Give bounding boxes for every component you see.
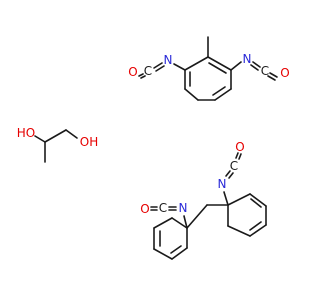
- atom-o-upper: O: [235, 140, 244, 154]
- atom-c-lower: C: [159, 201, 167, 215]
- atom-ho: HO: [17, 126, 35, 140]
- atom-o-lower: O: [140, 202, 149, 216]
- atom-c-upper: C: [230, 159, 238, 173]
- molecule-propanediol: HO OH: [17, 126, 98, 163]
- atom-o-right: O: [280, 66, 289, 80]
- left-cyclohexadiene-ring: [153, 217, 188, 260]
- atom-n-upper: N: [218, 177, 227, 191]
- benzene-ring: [184, 56, 232, 101]
- atom-n-right: N: [243, 52, 252, 66]
- atom-n-left: N: [164, 53, 173, 67]
- atom-oh: OH: [80, 135, 98, 149]
- atom-n-lower: N: [179, 201, 188, 215]
- molecule-bis-cyclohexadiene: N C O N C O: [140, 140, 267, 260]
- chemical-structure-canvas: N C O N C O HO OH: [16, 36, 290, 260]
- atom-o-left: O: [128, 65, 137, 79]
- atom-c-left: C: [144, 64, 152, 78]
- atom-c-right: C: [261, 64, 269, 78]
- structure-svg: N C O N C O HO OH: [17, 36, 290, 260]
- molecule-toluene-diisocyanate: N C O N C O: [128, 36, 290, 101]
- methylene-bridge: [186, 204, 208, 229]
- right-cyclohexadiene-ring: [227, 193, 267, 237]
